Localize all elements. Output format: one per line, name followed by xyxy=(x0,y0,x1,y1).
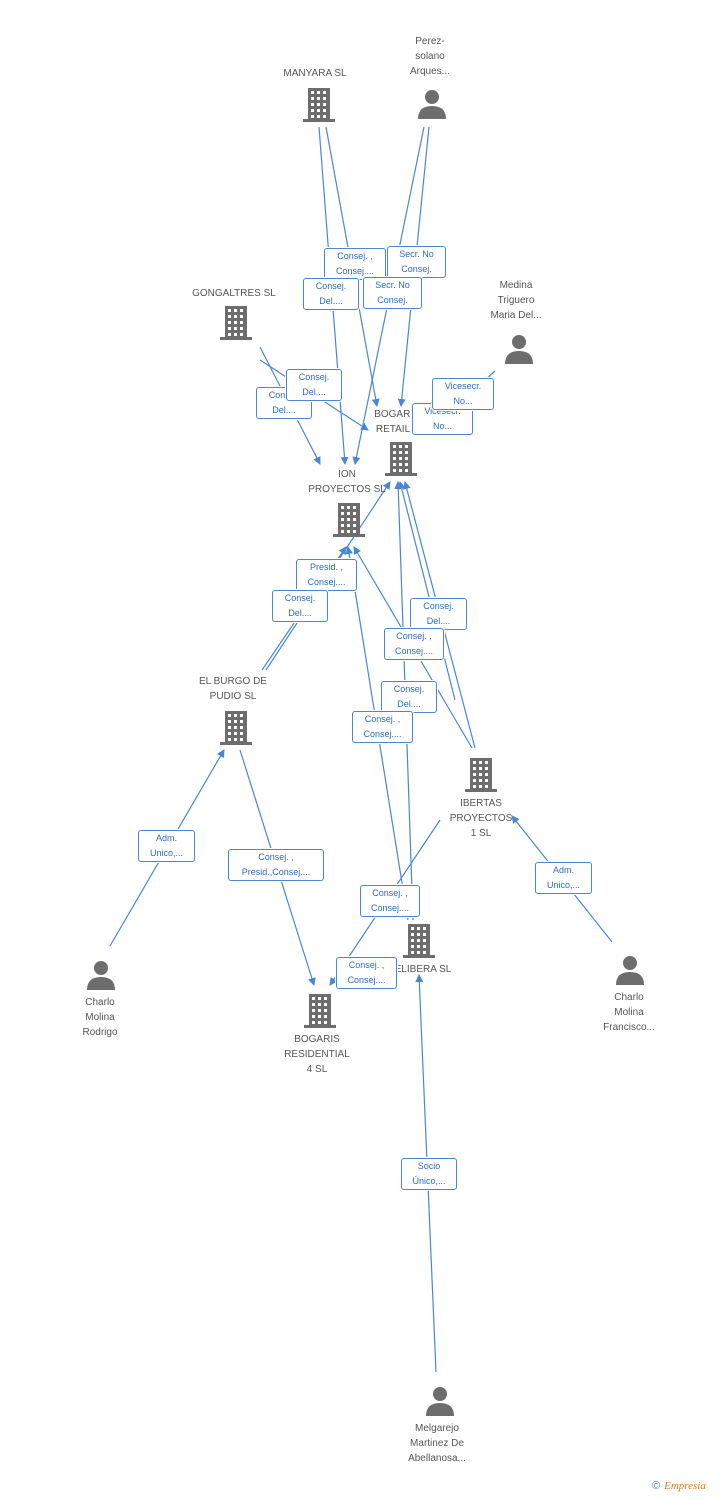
person-icon[interactable] xyxy=(425,1386,455,1421)
edge-label[interactable]: Consej. , Consej.... xyxy=(384,628,444,660)
person-icon[interactable] xyxy=(86,960,116,995)
node-label-melgarejo: Melgarejo Martinez De Abellanosa... xyxy=(408,1423,466,1464)
edge-label[interactable]: Consej. Del.... xyxy=(272,590,328,622)
edge-label[interactable]: Consej. Del.... xyxy=(410,598,467,630)
edge-label[interactable]: Consej. , Consej.... xyxy=(352,711,413,743)
node-label-gongaltres: GONGALTRES SL xyxy=(192,288,276,299)
person-icon[interactable] xyxy=(615,955,645,990)
node-label-charlo-rodrigo: Charlo Molina Rodrigo xyxy=(82,997,118,1038)
edge-label[interactable]: Secr. No Consej. xyxy=(363,277,422,309)
edge-label[interactable]: Secr. No Consej. xyxy=(387,246,446,278)
node-label-manyara: MANYARA SL xyxy=(283,68,347,79)
node-label-bogaris4: BOGARIS RESIDENTIAL 4 SL xyxy=(284,1034,350,1075)
company-building-icon[interactable] xyxy=(403,924,435,963)
node-label-charlo-francisco: Charlo Molina Francisco... xyxy=(603,992,655,1033)
edge-label[interactable]: Consej. , Consej.... xyxy=(324,248,386,280)
person-icon[interactable] xyxy=(417,89,447,124)
company-building-icon[interactable] xyxy=(333,503,365,542)
empresia-logo: ©Empresia xyxy=(652,1480,706,1492)
edge-label[interactable]: Presid. , Consej.... xyxy=(296,559,357,591)
company-building-icon[interactable] xyxy=(220,306,252,345)
edge-label[interactable]: Adm. Unico,... xyxy=(138,830,195,862)
edge-label[interactable]: Adm. Unico,... xyxy=(535,862,592,894)
company-building-icon[interactable] xyxy=(465,758,497,797)
node-label-ion: ION PROYECTOS SL xyxy=(308,469,386,495)
edge-label[interactable]: Consej. , Consej.... xyxy=(360,885,420,917)
edge-arrow xyxy=(397,481,456,701)
node-label-elburgo: EL BURGO DE PUDIO SL xyxy=(199,676,267,702)
node-label-ibertas: IBERTAS PROYECTOS 1 SL xyxy=(449,798,513,839)
company-building-icon[interactable] xyxy=(304,994,336,1033)
edge-label[interactable]: Consej. Del.... xyxy=(381,681,437,713)
edge-label[interactable]: Vicesecr. No... xyxy=(432,378,494,410)
node-label-elibera: ELIBERA SL xyxy=(394,964,452,975)
person-icon[interactable] xyxy=(504,334,534,369)
company-building-icon[interactable] xyxy=(303,88,335,127)
edge-label[interactable]: Consej. , Presid.,Consej.... xyxy=(228,849,324,881)
edge-label[interactable]: Consej. , Consej.... xyxy=(336,957,397,989)
company-building-icon[interactable] xyxy=(385,442,417,481)
edge-label[interactable]: Consej. Del.... xyxy=(303,278,359,310)
company-building-icon[interactable] xyxy=(220,711,252,750)
edge-label[interactable]: Consej. Del.... xyxy=(286,369,342,401)
node-label-medina: Medina Triguero Maria Del... xyxy=(490,280,542,321)
edge-label[interactable]: Socio Único,... xyxy=(401,1158,457,1190)
node-label-perez: Perez- solano Arques... xyxy=(409,36,451,77)
